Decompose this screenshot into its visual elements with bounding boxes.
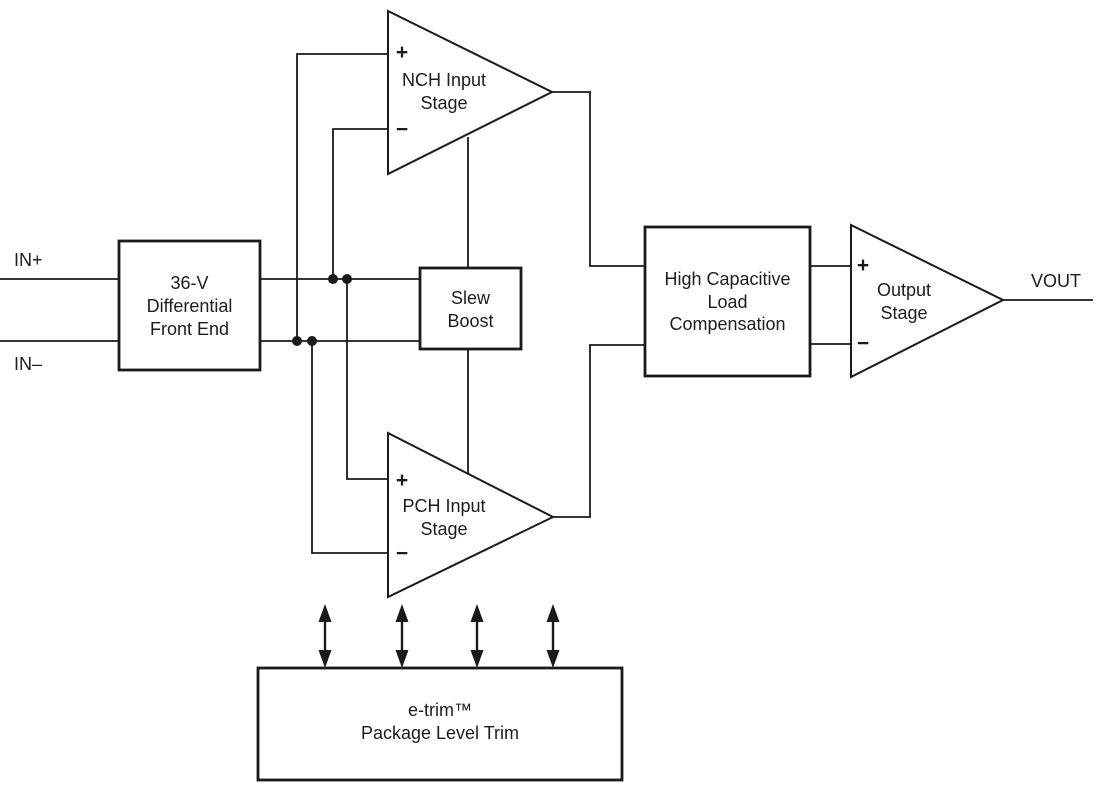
wire-nch-minus-input [332,128,388,279]
front-end-line3: Front End [150,319,229,339]
bidirectional-arrow-icon [318,604,332,668]
pch-minus-sign: − [396,542,408,565]
wire-nch-output [552,91,645,267]
front-end-line1: 36-V [170,273,208,293]
in-minus-label: IN– [14,354,42,374]
arrowhead-up [470,604,484,622]
nch-input-stage-amp-icon [387,9,555,176]
vout-label: VOUT [1031,271,1081,291]
arrowhead-down [470,650,484,668]
pch-line2: Stage [420,519,467,539]
arrowhead-down [395,650,409,668]
output-stage-label: + Output Stage − [857,254,931,355]
output-minus-sign: − [857,332,869,355]
pch-input-stage-label: + PCH Input Stage − [396,469,486,565]
slew-boost-block [418,266,523,351]
etrim-line1: e-trim™ [408,700,472,720]
junction-dot [307,336,317,346]
bidirectional-arrow-icon [546,604,560,668]
wires [0,53,1093,554]
etrim-block [256,666,624,782]
load-comp-line3: Compensation [669,314,785,334]
output-plus-sign: + [857,254,869,277]
front-end-block [117,239,262,372]
pch-input-stage-amp-icon [387,431,556,599]
bidirectional-arrow-icon [470,604,484,668]
slew-boost-line1: Slew [451,288,491,308]
output-line2: Stage [880,303,927,323]
in-plus-label: IN+ [14,250,43,270]
bidirectional-arrow-icon [395,604,409,668]
load-compensation-label: High Capacitive Load Compensation [664,269,790,334]
arrowhead-up [395,604,409,622]
nch-minus-sign: − [396,118,408,141]
output-line1: Output [877,280,931,300]
output-stage-amp-icon [850,223,1006,379]
junction-dot [328,274,338,284]
arrowhead-down [318,650,332,668]
trim-arrows [318,604,560,668]
load-comp-line2: Load [707,292,747,312]
nch-input-stage-label: + NCH Input Stage − [396,41,486,141]
wire-pch-minus-input [311,341,388,554]
nch-line2: Stage [420,93,467,113]
arrowhead-up [546,604,560,622]
etrim-label: e-trim™ Package Level Trim [361,700,519,743]
pch-line1: PCH Input [402,496,485,516]
junction-dots [292,274,352,346]
etrim-line2: Package Level Trim [361,723,519,743]
pch-plus-sign: + [396,469,408,492]
load-compensation-block [643,225,812,378]
junction-dot [342,274,352,284]
arrowhead-up [318,604,332,622]
front-end-line2: Differential [147,296,233,316]
front-end-label: 36-V Differential Front End [147,273,233,339]
junction-dot [292,336,302,346]
wire-nch-plus-input [296,53,388,341]
nch-plus-sign: + [396,41,408,64]
wire-pch-output [553,344,645,518]
nch-line1: NCH Input [402,70,486,90]
slew-boost-label: Slew Boost [447,288,493,331]
arrowhead-down [546,650,560,668]
slew-boost-line2: Boost [447,311,493,331]
wire-pch-plus-input [346,279,388,480]
load-comp-line1: High Capacitive [664,269,790,289]
